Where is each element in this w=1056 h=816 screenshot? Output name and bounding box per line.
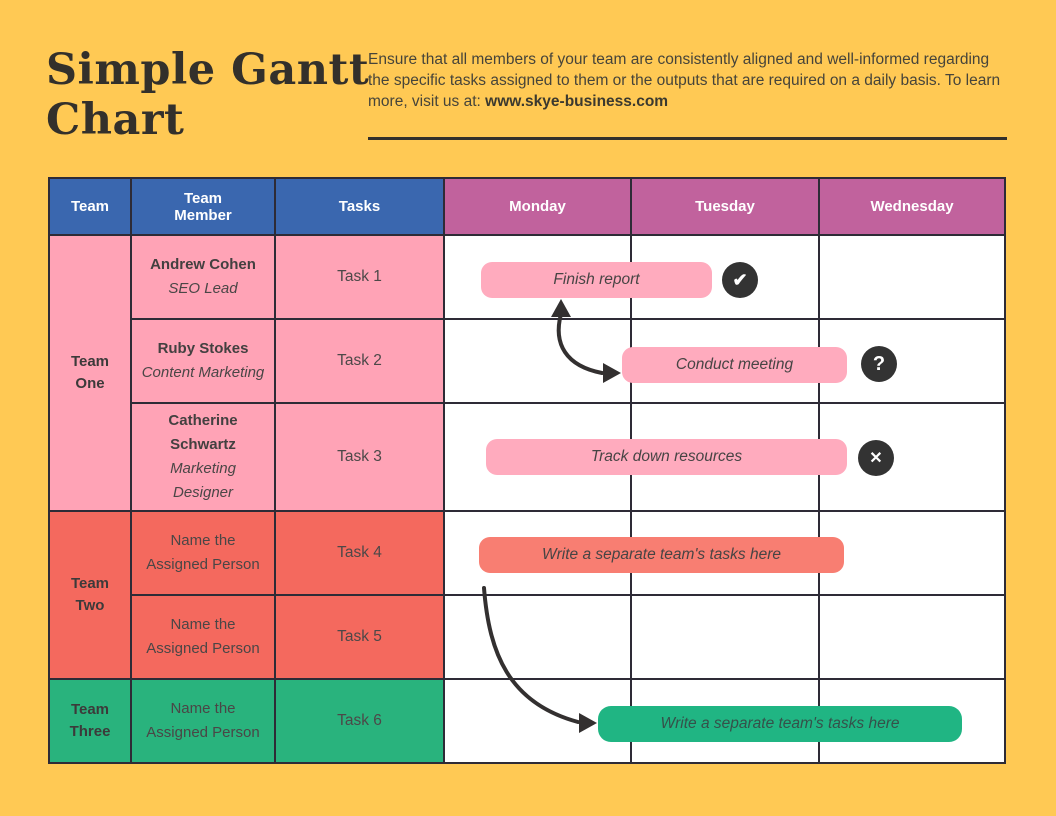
task-cell: Task 3	[274, 402, 445, 512]
day-cell-wednesday	[818, 402, 1006, 512]
gantt-bar-team-three-task: Write a separate team's tasks here	[598, 706, 962, 742]
table-row: Name the Assigned Person Task 5	[49, 594, 1006, 680]
task-cell: Task 2	[274, 318, 445, 404]
question-icon: ?	[861, 346, 897, 382]
day-cell-wednesday	[818, 318, 1006, 404]
member-cell: Name the Assigned Person	[130, 678, 276, 764]
member-cell: Name the Assigned Person	[130, 510, 276, 596]
gantt-bar-conduct-meeting: Conduct meeting	[622, 347, 847, 383]
day-cell-monday	[443, 594, 632, 680]
member-role: Marketing Designer	[170, 460, 236, 501]
description-text: Ensure that all members of your team are…	[368, 51, 1001, 110]
page-description: Ensure that all members of your team are…	[368, 50, 1012, 113]
col-header-monday: Monday	[443, 177, 632, 236]
member-cell: Name the Assigned Person	[130, 594, 276, 680]
website-link: www.skye-business.com	[485, 92, 669, 110]
col-header-tuesday: Tuesday	[630, 177, 820, 236]
task-cell: Task 4	[274, 510, 445, 596]
day-cell-tuesday	[630, 594, 820, 680]
x-icon: ✕	[858, 440, 894, 476]
day-cell-wednesday	[818, 234, 1006, 320]
member-cell: Catherine Schwartz Marketing Designer	[130, 402, 276, 512]
col-header-wednesday: Wednesday	[818, 177, 1006, 236]
check-icon: ✔	[722, 262, 758, 298]
team-one-cell: Team One	[48, 234, 132, 512]
member-name: Ruby Stokes	[157, 340, 249, 357]
divider-rule	[368, 137, 1007, 140]
gantt-bar-track-down-resources: Track down resources	[486, 439, 847, 475]
day-cell-wednesday	[818, 594, 1006, 680]
gantt-bar-team-two-task: Write a separate team's tasks here	[479, 537, 844, 573]
team-three-cell: Team Three	[48, 678, 132, 764]
page-title: Simple Gantt Chart	[46, 45, 370, 145]
task-cell: Task 5	[274, 594, 445, 680]
team-two-cell: Team Two	[48, 510, 132, 680]
member-name: Catherine Schwartz	[168, 412, 238, 453]
member-cell: Ruby Stokes Content Marketing	[130, 318, 276, 404]
gantt-table: Team Team Member Tasks Monday Tuesday We…	[48, 177, 1006, 764]
col-header-team-member: Team Member	[130, 177, 276, 236]
day-cell-monday	[443, 318, 632, 404]
member-role: Content Marketing	[141, 364, 265, 381]
member-name: Name the Assigned Person	[146, 616, 260, 657]
col-header-tasks: Tasks	[274, 177, 445, 236]
member-name: Name the Assigned Person	[146, 532, 260, 573]
gantt-bar-finish-report: Finish report	[481, 262, 712, 298]
table-row: Team Two Name the Assigned Person Task 4	[48, 510, 1006, 680]
member-name: Andrew Cohen	[150, 256, 256, 273]
col-header-team: Team	[48, 177, 132, 236]
member-cell: Andrew Cohen SEO Lead	[130, 234, 276, 320]
member-name: Name the Assigned Person	[146, 700, 260, 741]
member-role: SEO Lead	[168, 280, 238, 297]
task-cell: Task 1	[274, 234, 445, 320]
task-cell: Task 6	[274, 678, 445, 764]
day-cell-wednesday	[818, 510, 1006, 596]
